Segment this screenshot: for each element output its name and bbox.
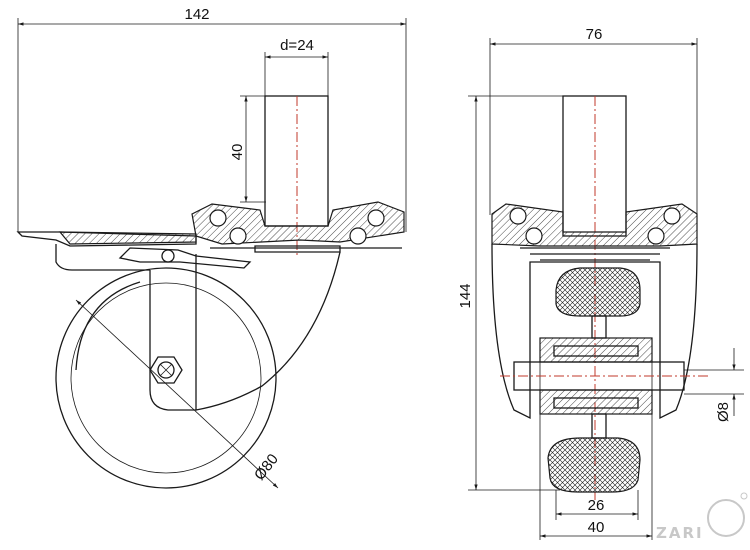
side-view: 76 144 (457, 26, 744, 540)
axle-diameter-label: Ø8 (715, 402, 732, 422)
bearing-balls (209, 209, 385, 245)
side-bearing-balls (509, 207, 681, 245)
lower-tyre (547, 437, 641, 493)
wheel-diameter-label: Ø80 (251, 451, 282, 484)
wheel-diameter-dimension: Ø80 (75, 299, 282, 489)
side-fork (491, 243, 698, 420)
hub-width-dimension: 26 (555, 490, 639, 520)
upper-tyre (555, 267, 641, 317)
stem-length-label: 40 (229, 144, 246, 161)
side-width-dimension: 76 (489, 26, 698, 215)
side-width-label: 76 (586, 26, 603, 43)
upper-hub (539, 337, 653, 363)
brand-logo: ZARI (656, 492, 748, 542)
stem-diameter-dimension: d=24 (264, 37, 329, 96)
lower-hub (539, 389, 653, 415)
overall-height-label: 144 (457, 283, 474, 308)
brake-lever (16, 231, 252, 271)
overall-width-label: 142 (184, 6, 209, 23)
overall-width-dimension: 142 (17, 6, 407, 232)
overall-height-dimension: 144 (457, 95, 565, 491)
side-top-plate (491, 203, 698, 247)
stem-diameter-label: d=24 (280, 37, 314, 54)
wheel-width-label: 40 (588, 519, 605, 536)
fork (149, 251, 341, 411)
brand-logo-text: ZARI (656, 524, 704, 542)
hub-width-label: 26 (588, 497, 605, 514)
front-view: 142 d=24 40 (16, 6, 407, 489)
stem-length-dimension: 40 (229, 95, 266, 203)
wheel-width-dimension: 40 (539, 414, 653, 540)
axle-diameter-dimension: Ø8 (715, 348, 736, 422)
axle (500, 361, 744, 395)
